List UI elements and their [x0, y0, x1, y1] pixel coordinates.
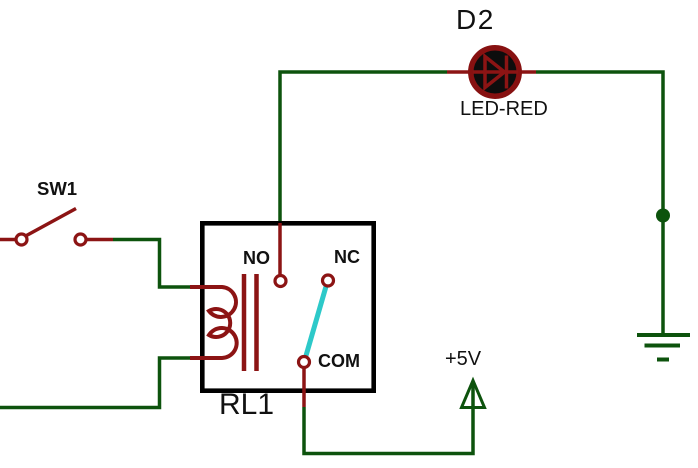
switch-sw1-icon[interactable] [0, 206, 113, 247]
led-part-label: LED-RED [460, 98, 548, 120]
relay-pin-nc-label: NC [334, 247, 360, 267]
relay-pin-com-label: COM [318, 351, 360, 371]
relay-ref-label: RL1 [219, 388, 275, 421]
relay-pin-no[interactable] [273, 273, 288, 289]
switch-lever[interactable] [25, 206, 77, 238]
switch-contact-right[interactable] [73, 232, 88, 247]
switch-ref-label: SW1 [37, 178, 78, 199]
wire-led-to-relay-no[interactable] [278, 70, 447, 221]
junction-dot[interactable] [656, 208, 670, 223]
led-diode-triangle [483, 52, 508, 92]
ground-icon[interactable] [637, 333, 690, 362]
wire-com-to-power[interactable] [302, 384, 475, 456]
relay-contact-arm[interactable] [303, 285, 329, 358]
relay-body[interactable] [200, 221, 376, 393]
wire-coil-return[interactable] [0, 356, 190, 410]
switch-contact-left[interactable] [14, 232, 29, 247]
relay-pin-com[interactable] [296, 354, 312, 370]
relay-coil-icon[interactable] [190, 285, 239, 360]
relay-pin-nc[interactable] [320, 273, 336, 288]
led-d2-icon[interactable] [447, 45, 536, 99]
relay-pin-no-label: NO [243, 248, 270, 268]
power-5v-label: +5V [445, 348, 482, 370]
led-ref-label: D2 [456, 4, 495, 35]
wire-led-to-ground[interactable] [536, 70, 665, 333]
wire-switch-to-coil[interactable] [113, 237, 190, 289]
